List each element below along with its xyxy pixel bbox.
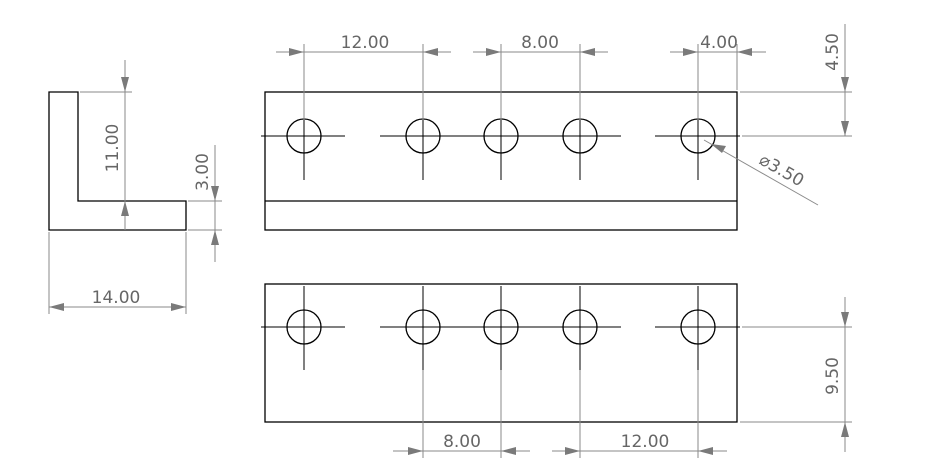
dim-bottom-spacing-middle-label: 8.00 <box>443 432 481 452</box>
dim-bottom-edge-offset-label: 9.50 <box>823 357 843 395</box>
dim-side-thickness: 3.00 <box>188 145 222 262</box>
dim-side-height-label: 11.00 <box>103 124 123 173</box>
l-profile-outline <box>48 91 187 231</box>
dim-top-spacing-last-label: 4.00 <box>700 33 738 53</box>
dim-top-spacing-middle: 8.00 <box>473 33 608 56</box>
hole <box>655 286 740 370</box>
hole <box>261 286 345 370</box>
dim-bottom-spacing-last-label: 12.00 <box>621 432 670 452</box>
hole <box>458 95 542 180</box>
dim-top-spacing-first: 12.00 <box>276 33 451 56</box>
dim-bottom-spacing-last: 12.00 <box>552 432 727 455</box>
hole <box>380 95 464 180</box>
hole <box>261 95 345 180</box>
hole <box>537 95 621 180</box>
dim-top-spacing-middle-label: 8.00 <box>521 33 559 53</box>
dim-hole-diameter-label: ⌀3.50 <box>756 150 808 191</box>
dim-top-edge-offset-label: 4.50 <box>823 33 843 71</box>
dim-side-height: 11.00 <box>80 60 132 230</box>
dim-bottom-spacing-middle: 8.00 <box>393 432 530 455</box>
dim-top-spacing-first-label: 12.00 <box>341 33 390 53</box>
hole <box>458 286 542 370</box>
dim-side-width-label: 14.00 <box>92 288 141 308</box>
dim-bottom-edge-offset: 9.50 <box>740 297 852 452</box>
hole <box>380 286 464 370</box>
side-view: 11.00 3.00 14.00 <box>48 60 222 314</box>
hole <box>537 286 621 370</box>
dim-side-thickness-label: 3.00 <box>193 153 213 191</box>
bottom-view: 8.00 12.00 9.50 <box>261 283 852 458</box>
bottom-holes <box>261 286 740 370</box>
dim-top-spacing-last: 4.00 <box>670 33 766 56</box>
dim-top-edge-offset: 4.50 <box>740 24 852 137</box>
dim-hole-diameter: ⌀3.50 <box>703 139 819 206</box>
dim-side-width: 14.00 <box>48 232 187 314</box>
top-view: 12.00 8.00 4.00 4.50 ⌀3 <box>261 24 852 231</box>
